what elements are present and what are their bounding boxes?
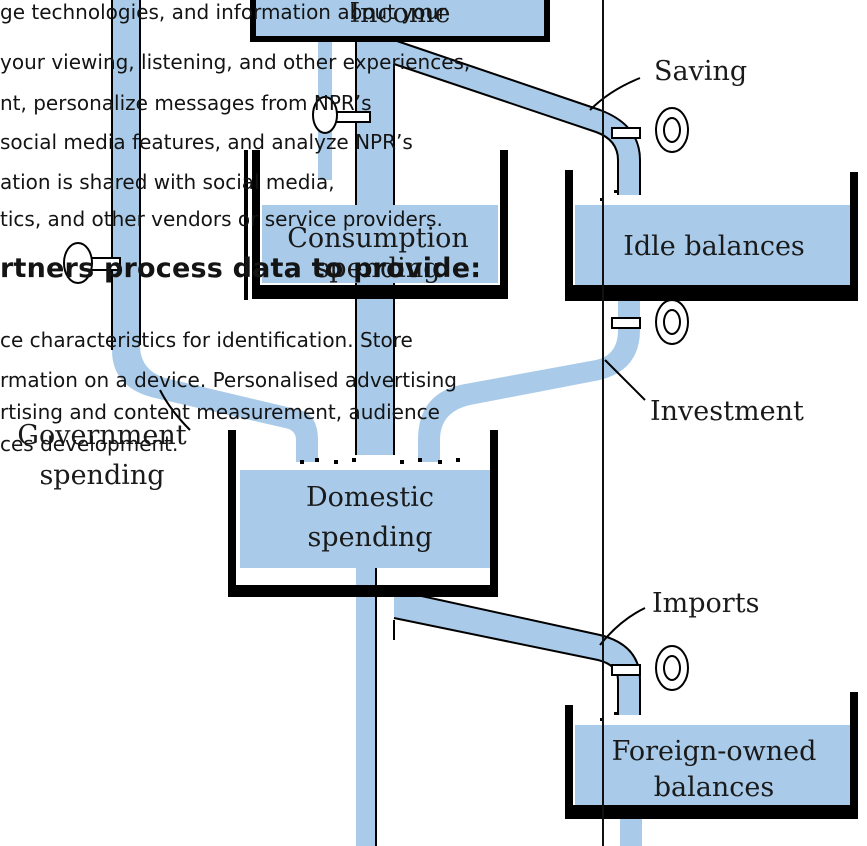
consent-text-line: ge technologies, and information about y… [0,0,447,24]
consent-text-line: ation is shared with social media, [0,170,335,194]
income-tank: Income [250,0,550,42]
domestic-spending-tank: Domestic spending [228,430,498,597]
consumption-label-line2: spending [315,253,440,284]
investment-pipe [418,295,640,462]
income-label: Income [349,0,450,29]
consent-text-line: nt, personalize messages from NPR’s [0,91,372,115]
government-pipe [112,0,318,462]
valve-icon [611,299,689,345]
foreign-balances-tank: Foreign-owned balances [565,692,858,819]
domestic-label-line1: Domestic [306,482,434,513]
purpose-text-line: ce characteristics for identification. S… [0,328,413,352]
valve-icon [611,645,689,691]
purpose-text-line: rtising and content measurement, audienc… [0,400,440,424]
consent-text-line: your viewing, listening, and other exper… [0,50,471,74]
idle-balances-tank: Idle balances [565,170,858,301]
valve-icon [611,107,689,153]
consent-notice-overlay: ge technologies, and information about y… [0,0,600,470]
idle-balances-label: Idle balances [623,231,805,262]
vertical-divider [602,0,604,846]
government-label-line1: Government [17,420,186,451]
saving-pipe [394,40,640,195]
flow-droplets [300,190,617,721]
consumption-tank: Consumption spending [244,150,508,300]
valve-icon [63,242,121,284]
purpose-text-line: ces development. [0,432,179,456]
outflow-pipe [356,560,376,846]
consent-text-line: tics, and other vendors or service provi… [0,207,443,231]
domestic-label-line2: spending [307,522,432,553]
partners-heading: rtners process data to provide: [0,253,482,284]
valve-icon [312,96,371,134]
imports-pipe [394,590,640,715]
imports-label: Imports [652,588,759,619]
consent-text-line: social media features, and analyze NPR’s [0,130,413,154]
purpose-text-line: rmation on a device. Personalised advert… [0,368,457,392]
government-label-line2: spending [39,460,164,491]
saving-label: Saving [654,56,747,87]
investment-label: Investment [650,396,804,427]
foreign-label-line2: balances [654,772,774,803]
foreign-label-line1: Foreign-owned [612,736,817,767]
consumption-label-line1: Consumption [287,223,469,254]
